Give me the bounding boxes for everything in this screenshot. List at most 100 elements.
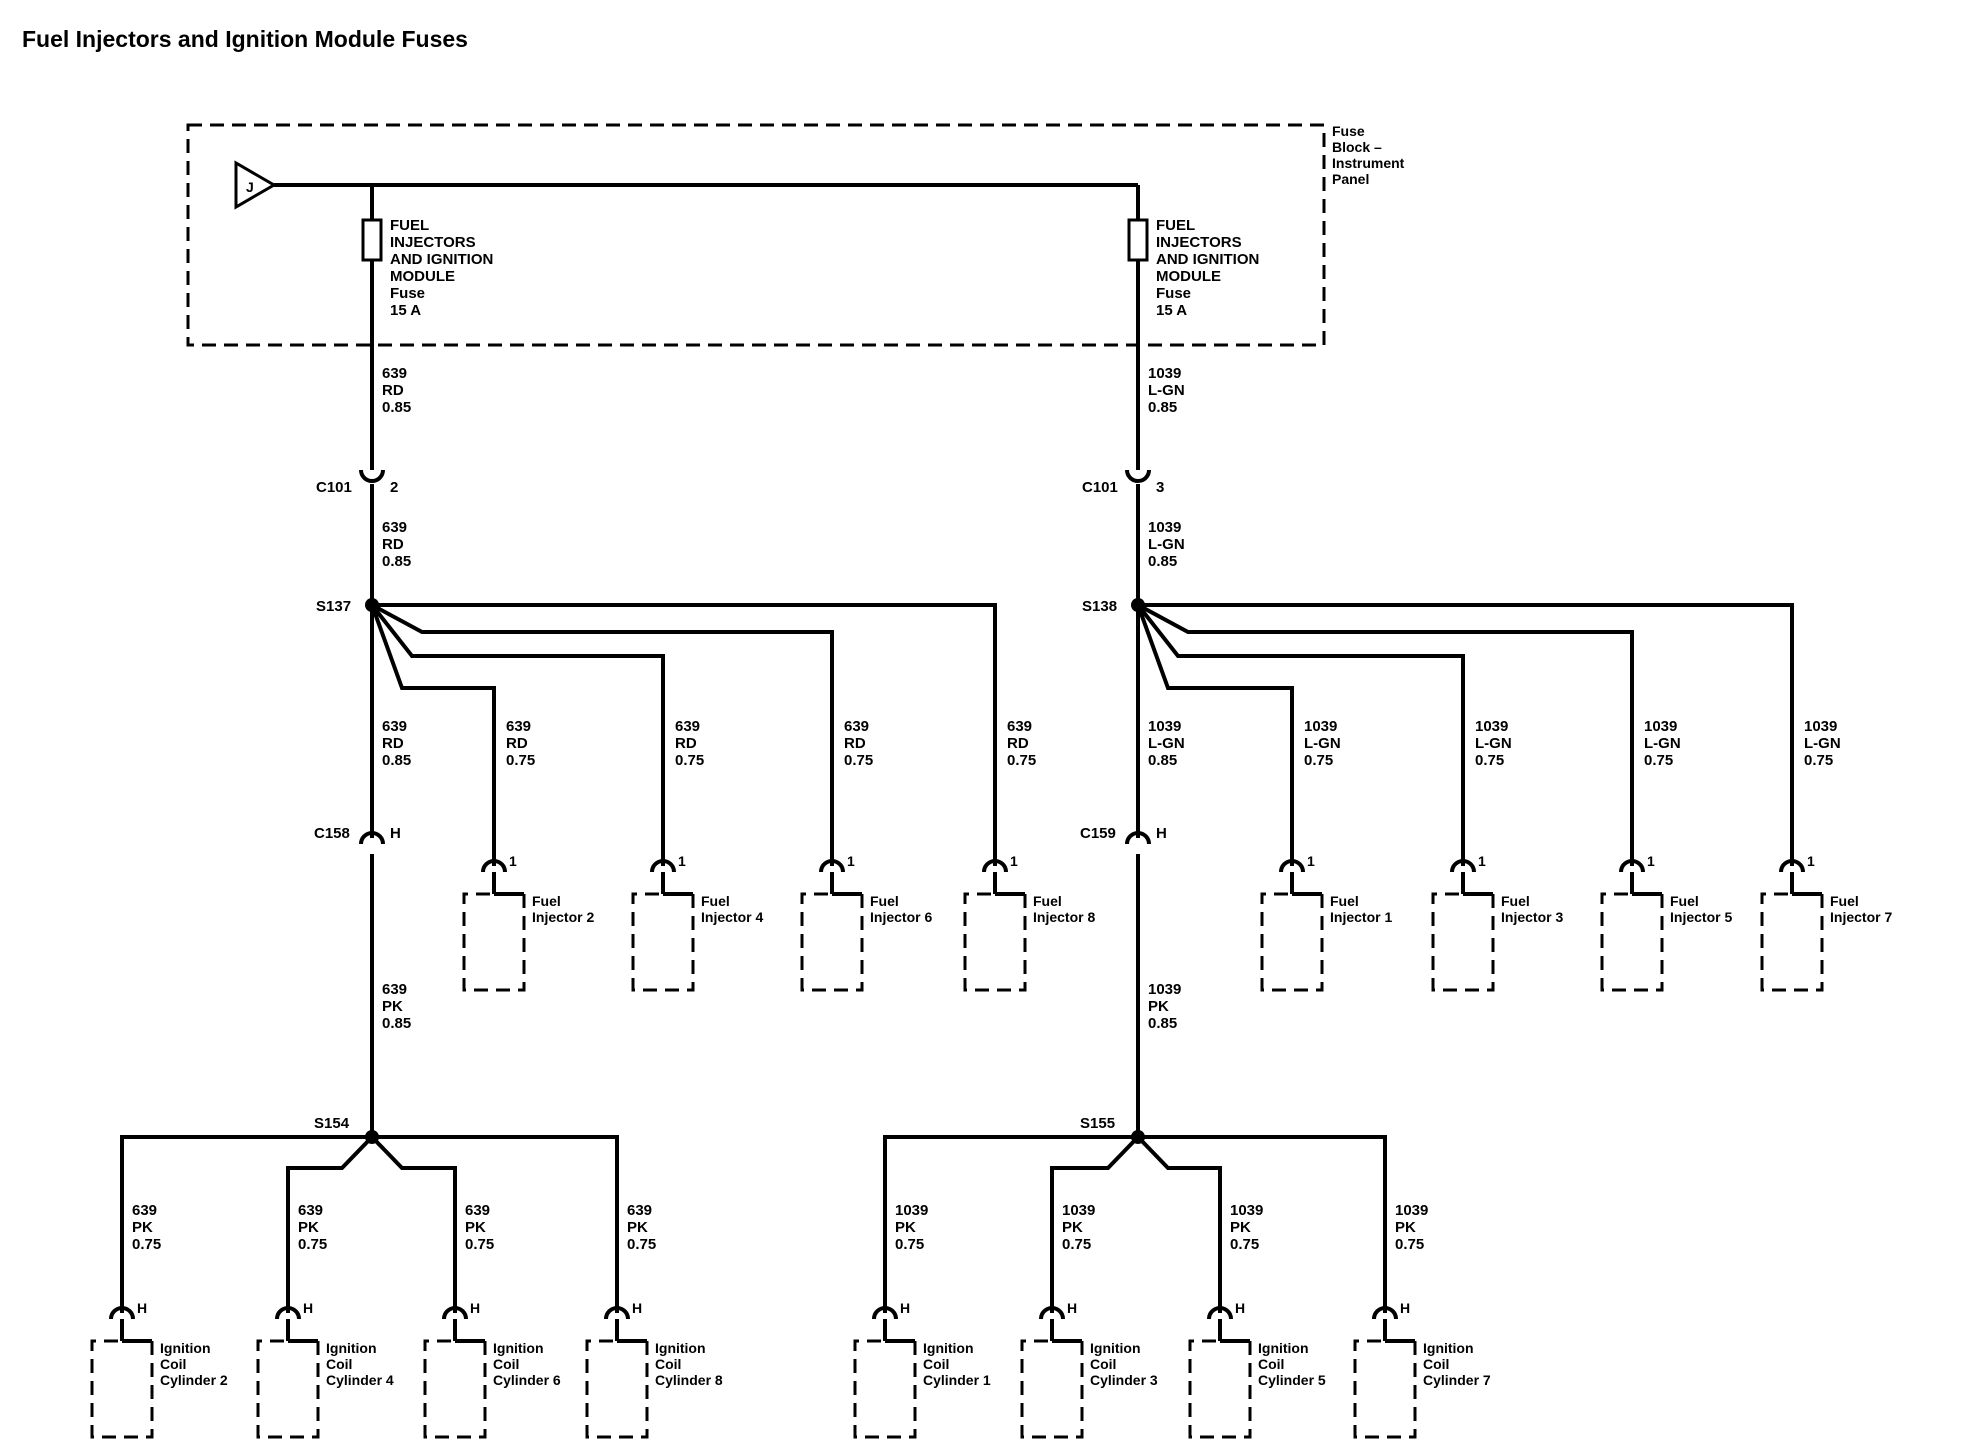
left-coil-4-name: Cylinder 8 — [655, 1372, 723, 1388]
left-coil-2-connector — [275, 1306, 301, 1320]
left-coil-wire-label-3: 639 — [465, 1202, 490, 1219]
left-pk-wire-label: 0.85 — [382, 1015, 411, 1032]
right-fuse — [1127, 218, 1149, 262]
right-coil-wire-1 — [883, 1135, 1138, 1313]
left-injector-4-body — [963, 892, 1027, 992]
left-fuse-label: INJECTORS — [390, 234, 476, 251]
left-coil-4-pin: H — [632, 1300, 642, 1316]
left-injector-wire-label-1: 639 — [506, 718, 531, 735]
right-injector-3-pin: 1 — [1647, 853, 1655, 869]
right-injector-wire-label-4: 1039 — [1804, 718, 1837, 735]
right-injector-2-name: Fuel — [1501, 893, 1530, 909]
right-c15x-pin: H — [1156, 825, 1167, 842]
left-injector-3-pin: 1 — [847, 853, 855, 869]
feed-label: J — [246, 179, 254, 195]
left-injector-3-connector — [819, 859, 845, 873]
right-coil-wire-2 — [1050, 1135, 1140, 1313]
left-coil-1-name: Ignition — [160, 1340, 211, 1356]
right-coil-3-name: Ignition — [1258, 1340, 1309, 1356]
left-injector-2-connector — [650, 859, 676, 873]
left-injector-wire-3 — [371, 603, 834, 866]
left-c15x-pin: H — [390, 825, 401, 842]
right-coil-3-connector — [1207, 1306, 1233, 1320]
left-coil-wire-1 — [120, 1135, 372, 1313]
right-injector-4-name: Injector 7 — [1830, 909, 1892, 925]
right-feed-wire-label: 0.85 — [1148, 399, 1177, 416]
right-coil-2-body — [1020, 1339, 1084, 1439]
right-injector-1-name: Injector 1 — [1330, 909, 1392, 925]
right-injector-wire-label-3: L-GN — [1644, 735, 1681, 752]
left-injector-1-name: Fuel — [532, 893, 561, 909]
right-trunk-label: 1039 — [1148, 718, 1181, 735]
right-coil-3-pin: H — [1235, 1300, 1245, 1316]
right-coil-3-name: Cylinder 5 — [1258, 1372, 1326, 1388]
left-injector-wire-label-3: RD — [844, 735, 866, 752]
left-injector-1-name: Injector 2 — [532, 909, 594, 925]
right-coil-wire-label-3: 0.75 — [1230, 1236, 1259, 1253]
right-injector-1-connector — [1279, 859, 1305, 873]
left-injector-wire-label-4: RD — [1007, 735, 1029, 752]
right-injector-wire-label-3: 0.75 — [1644, 752, 1673, 769]
right-after-c101-label: 0.85 — [1148, 553, 1177, 570]
right-coil-1-body — [853, 1339, 917, 1439]
left-fuse-label: AND IGNITION — [390, 251, 493, 268]
right-coil-4-name: Coil — [1423, 1356, 1449, 1372]
right-coil-1-name: Coil — [923, 1356, 949, 1372]
left-coil-3-body — [423, 1339, 487, 1439]
right-injector-4-name: Fuel — [1830, 893, 1859, 909]
fuse-block-outline — [186, 123, 1326, 347]
right-injector-1-name: Fuel — [1330, 893, 1359, 909]
fuse-block-label: Fuse — [1332, 123, 1365, 139]
left-after-c101-label: RD — [382, 536, 404, 553]
left-injector-3-name: Fuel — [870, 893, 899, 909]
right-coil-wire-label-1: 0.75 — [895, 1236, 924, 1253]
right-injector-3-name: Injector 5 — [1670, 909, 1732, 925]
right-injector-4-pin: 1 — [1807, 853, 1815, 869]
left-fuse-label: Fuse — [390, 285, 425, 302]
left-coil-3-connector — [442, 1306, 468, 1320]
right-c101-pin: 3 — [1156, 479, 1164, 496]
left-feed-wire-label: 0.85 — [382, 399, 411, 416]
left-injector-wire-label-3: 639 — [844, 718, 869, 735]
right-injector-wire-label-4: L-GN — [1804, 735, 1841, 752]
right-fuse-label: INJECTORS — [1156, 234, 1242, 251]
right-fuse-label: MODULE — [1156, 268, 1221, 285]
right-after-c101-label: 1039 — [1148, 519, 1181, 536]
left-feed-wire-label: 639 — [382, 365, 407, 382]
right-injector-wire-label-1: 1039 — [1304, 718, 1337, 735]
left-coil-1-pin: H — [137, 1300, 147, 1316]
right-fuse-label: AND IGNITION — [1156, 251, 1259, 268]
left-coil-4-name: Ignition — [655, 1340, 706, 1356]
left-injector-4-name: Injector 8 — [1033, 909, 1095, 925]
right-coil-2-name: Ignition — [1090, 1340, 1141, 1356]
left-injector-1-connector — [481, 859, 507, 873]
left-coil-2-name: Coil — [326, 1356, 352, 1372]
left-injector-3-body — [800, 892, 864, 992]
left-injector-wire-4 — [372, 603, 997, 866]
right-injector-wire-label-3: 1039 — [1644, 718, 1677, 735]
left-coil-3-name: Ignition — [493, 1340, 544, 1356]
right-injector-3-connector — [1619, 859, 1645, 873]
left-coil-wire-2 — [286, 1135, 374, 1313]
left-injector-wire-2 — [370, 603, 665, 866]
left-coil-wire-label-1: 0.75 — [132, 1236, 161, 1253]
left-coil-4-body — [585, 1339, 649, 1439]
left-splice2-name: S154 — [314, 1115, 350, 1132]
right-coil-wire-label-4: PK — [1395, 1219, 1416, 1236]
left-pk-wire-label: 639 — [382, 981, 407, 998]
left-injector-3-name: Injector 6 — [870, 909, 932, 925]
left-coil-wire-label-4: PK — [627, 1219, 648, 1236]
left-coil-wire-label-4: 639 — [627, 1202, 652, 1219]
left-trunk-label: 639 — [382, 718, 407, 735]
right-injector-2-body — [1431, 892, 1495, 992]
left-fuse — [361, 218, 383, 262]
left-coil-wire-label-4: 0.75 — [627, 1236, 656, 1253]
left-coil-3-pin: H — [470, 1300, 480, 1316]
right-coil-3-name: Coil — [1258, 1356, 1284, 1372]
left-splice-name: S137 — [316, 598, 351, 615]
left-fuse-label: MODULE — [390, 268, 455, 285]
right-injector-2-name: Injector 3 — [1501, 909, 1563, 925]
left-injector-wire-label-4: 639 — [1007, 718, 1032, 735]
left-coil-wire-label-2: 639 — [298, 1202, 323, 1219]
left-injector-wire-label-1: RD — [506, 735, 528, 752]
